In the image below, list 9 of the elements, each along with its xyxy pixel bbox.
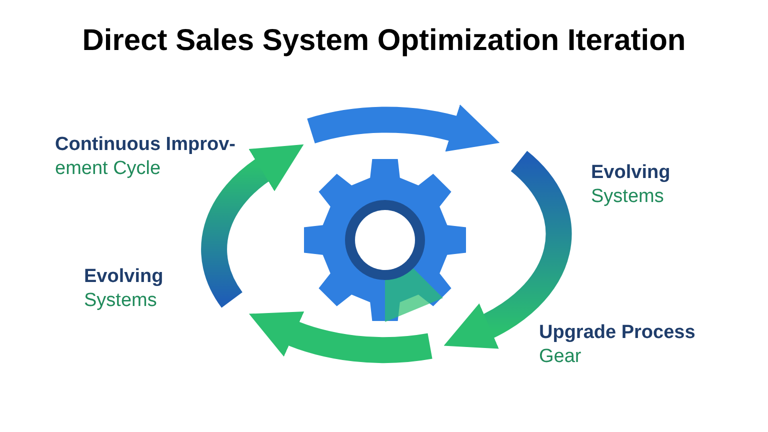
title: Direct Sales System Optimization Iteration	[81, 26, 687, 56]
cycle-label: Gear	[539, 345, 582, 369]
cycle-label: Systems	[591, 185, 664, 209]
cycle-label: Continuous Improv-	[55, 133, 236, 157]
cycle-label: Upgrade Process	[539, 321, 696, 345]
cycle-label: Evolving	[591, 161, 670, 185]
cycle-label: Systems	[84, 289, 157, 313]
cycle-label: Evolving	[84, 265, 164, 289]
cycle-label: ement Cycle	[55, 157, 161, 181]
